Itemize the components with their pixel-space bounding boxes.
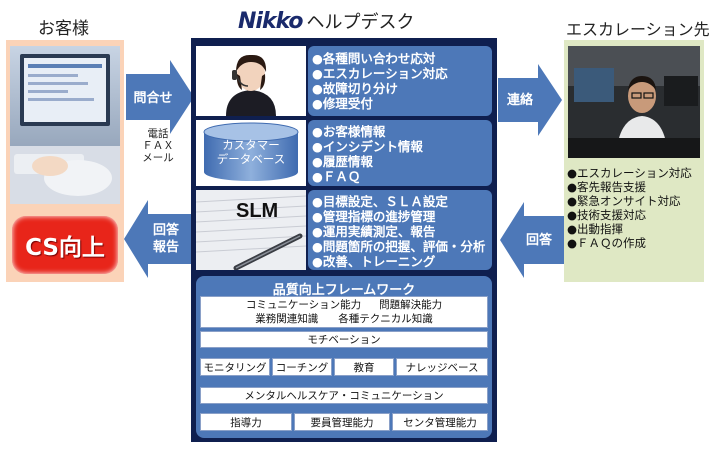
inquiry-arrow [126,60,194,138]
reply-label: 回答 [152,223,179,238]
helpdesk-title: ヘルプデスク [306,12,415,33]
contact-arrow [498,64,562,140]
escalation-list: ●エスカレーション対応 ●客先報告支援 ●緊急オンサイト対応 ●技術支援対応 ●… [567,166,692,250]
channel-mail: メール [142,152,174,164]
slm-list: ●目標設定、ＳＬＡ設定 ●管理指標の進捗管理 ●運用実績測定、報告 ●問題箇所の… [312,194,485,269]
escalation-item: ●緊急オンサイト対応 [567,194,681,208]
database-label-line1: カスタマー [222,138,280,152]
database-icon [200,122,302,188]
database-label-line2: データベース [216,152,286,166]
skill-problem-solving: 問題解決能力 [379,299,443,311]
coaching-box: コーチング [272,358,332,376]
database-item: ●お客様情報 [312,124,386,139]
skill-business-knowledge: 業務関連知識 [255,313,319,325]
database-item: ●履歴情報 [312,154,373,169]
helpdesk-header: Nikko ヘルプデスク [238,8,415,34]
reception-item: ●各種問い合わせ応対 [312,51,436,66]
reply-arrow [124,200,192,282]
escalation-item: ●ＦＡＱの作成 [567,236,647,250]
escalation-title: エスカレーション先 [566,20,710,39]
cs-badge-text: CS向上 [25,235,105,261]
customer-photo [10,46,120,204]
channel-fax: ＦＡＸ [142,140,174,152]
escalation-item: ●客先報告支援 [567,180,647,194]
contact-label: 連絡 [506,93,533,108]
database-box [308,120,492,186]
escalation-item: ●出動指揮 [567,222,624,236]
slm-label: SLM [236,200,279,222]
knowledge-base-box: ナレッジベース [396,358,488,376]
reception-list: ●各種問い合わせ応対 ●エスカレーション対応 ●故障切り分け ●修理受付 [312,51,448,111]
answer-arrow [500,202,564,282]
channel-phone: 電話 [147,128,169,140]
center-management-box: センタ管理能力 [392,413,488,431]
answer-label: 回答 [525,233,552,248]
reception-item: ●故障切り分け [312,81,398,96]
framework-skills-box: コミュニケーション能力 問題解決能力 業務関連知識 各種テクニカル知識 [200,296,488,328]
slm-item: ●目標設定、ＳＬＡ設定 [312,194,448,209]
operator-photo [196,46,306,116]
staff-management-box: 要員管理能力 [294,413,390,431]
database-label: カスタマー データベース [200,138,302,166]
framework-title: 品質向上フレームワーク [272,283,416,298]
database-list: ●お客様情報 ●インシデント情報 ●履歴情報 ●ＦＡＱ [312,124,423,184]
mental-health-box: メンタルヘルスケア・コミュニケーション [200,387,488,404]
database-item: ●インシデント情報 [312,139,423,154]
inquiry-label: 問合せ [133,91,173,106]
skill-communication: コミュニケーション能力 [245,299,362,311]
report-label: 報告 [152,240,179,255]
reply-labels: 回答 報告 [146,222,186,256]
reception-item: ●エスカレーション対応 [312,66,448,81]
cs-improvement-badge: CS向上 [12,216,118,274]
slm-graphic [196,190,306,270]
motivation-box: モチベーション [200,331,488,348]
database-item: ●ＦＡＱ [312,169,361,184]
channel-list: 電話 ＦＡＸ メール [128,128,188,164]
customer-title: お客様 [38,19,89,39]
slm-item: ●問題箇所の把握、評価・分析 [312,239,486,254]
slm-box [308,190,492,270]
escalation-item: ●エスカレーション対応 [567,166,692,180]
slm-item: ●運用実績測定、報告 [312,224,436,239]
monitoring-box: モニタリング [200,358,270,376]
escalation-item: ●技術支援対応 [567,208,647,222]
slm-item: ●改善、トレーニング [312,254,436,269]
slm-item: ●管理指標の進捗管理 [312,209,436,224]
leadership-box: 指導力 [200,413,292,431]
engineer-photo [568,46,700,158]
reception-box [308,46,492,116]
reception-item: ●修理受付 [312,96,373,111]
nikko-logo: Nikko [238,8,304,34]
education-box: 教育 [334,358,394,376]
skill-technical-knowledge: 各種テクニカル知識 [338,313,433,325]
